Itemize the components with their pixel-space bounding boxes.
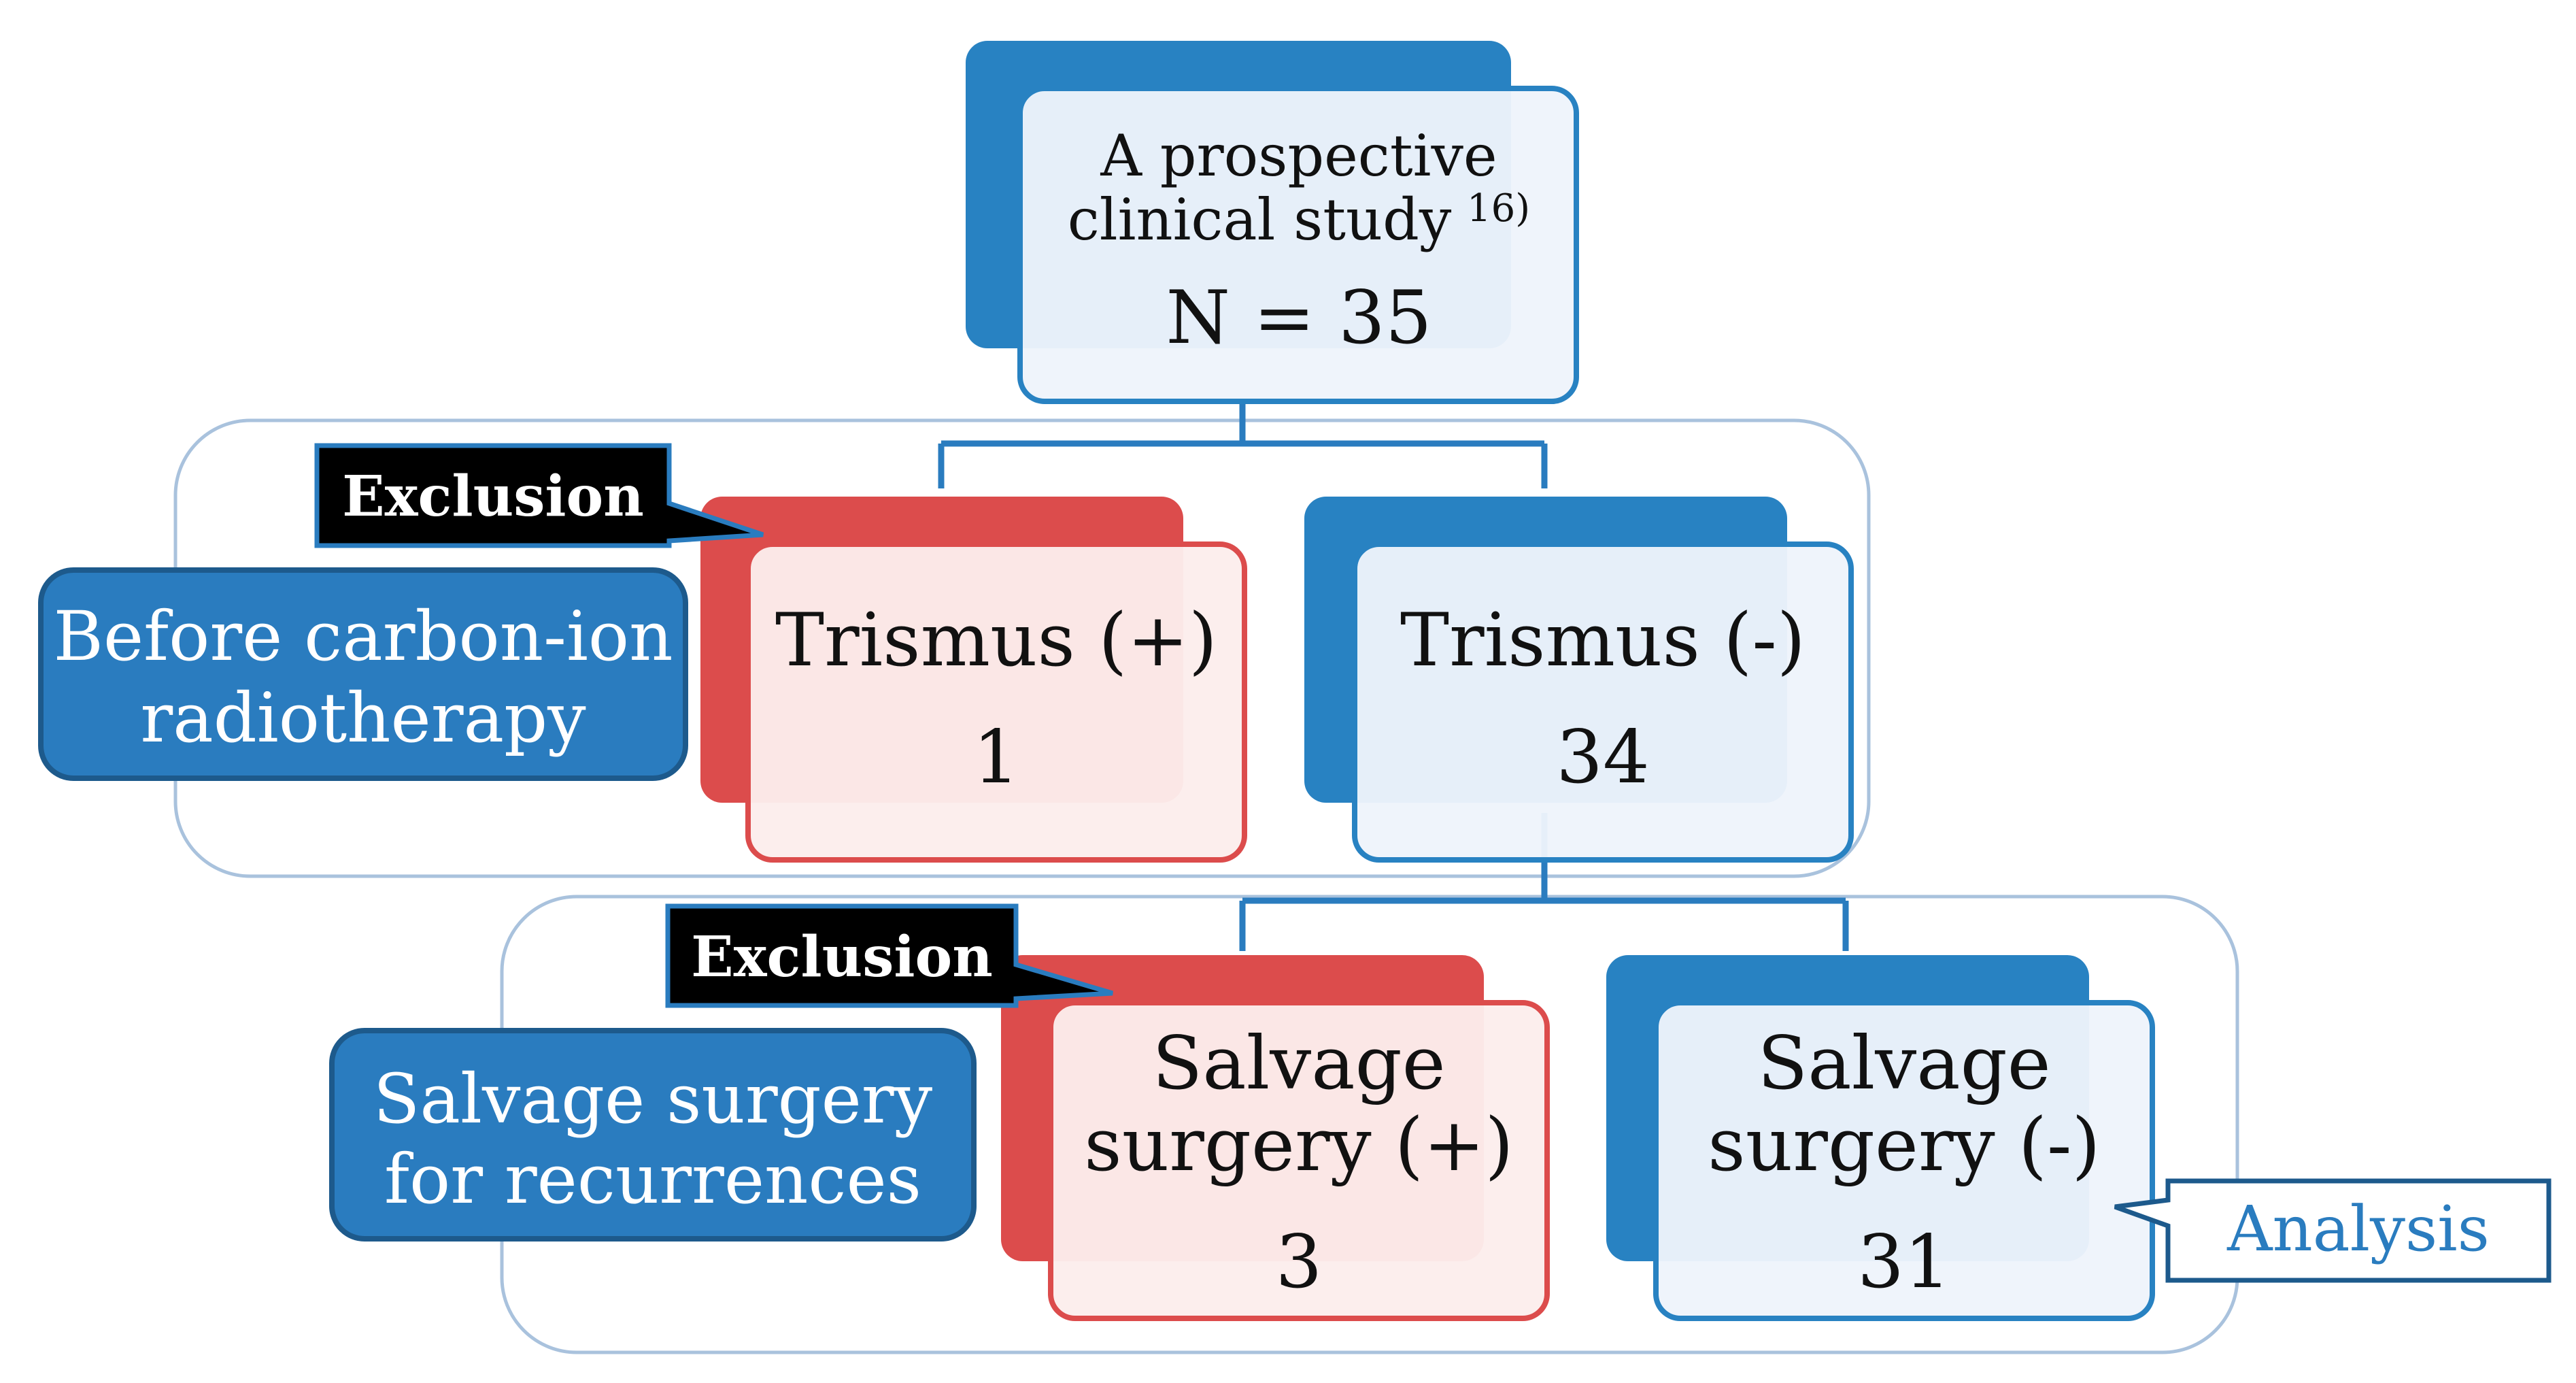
node-salvage-negative: Salvage surgery (-) 31 xyxy=(1606,955,2155,1321)
salvage-negative-line2: surgery (-) xyxy=(1708,1103,2100,1188)
node-trismus-positive: Trismus (+) 1 xyxy=(700,497,1247,863)
exclusion2-label: Exclusion xyxy=(691,924,993,990)
study-reference: 16) xyxy=(1467,186,1530,231)
stage2-line1: Salvage surgery xyxy=(373,1059,933,1139)
node-salvage-positive: Salvage surgery (+) 3 xyxy=(1001,955,1550,1321)
analysis-label: Analysis xyxy=(2226,1193,2490,1265)
callout-exclusion-salvage: Exclusion xyxy=(665,903,1113,1008)
node-trismus-negative: Trismus (-) 34 xyxy=(1304,497,1854,863)
study-count: N = 35 xyxy=(1166,276,1431,361)
study-title-line2: clinical study xyxy=(1068,186,1452,253)
salvage-negative-line1: Salvage xyxy=(1757,1021,2050,1106)
trismus-positive-count: 1 xyxy=(973,715,1020,800)
stage1-line2: radiotherapy xyxy=(140,678,586,758)
stage2-line2: for recurrences xyxy=(384,1139,921,1219)
salvage-positive-line1: Salvage xyxy=(1152,1021,1445,1106)
salvage-positive-line2: surgery (+) xyxy=(1084,1103,1513,1188)
stage-label-salvage-surgery: Salvage surgery for recurrences xyxy=(329,1028,977,1242)
callout-exclusion-trismus: Exclusion xyxy=(314,443,764,548)
trismus-positive-label: Trismus (+) xyxy=(775,598,1217,683)
node-study: A prospective clinical study 16) N = 35 xyxy=(966,41,1579,404)
trismus-negative-label: Trismus (-) xyxy=(1400,598,1806,683)
study-title-line1: A prospective xyxy=(1100,122,1497,189)
connectors xyxy=(938,403,1849,951)
stage1-line1: Before carbon-ion xyxy=(53,597,673,676)
trismus-negative-count: 34 xyxy=(1556,715,1649,800)
exclusion1-label: Exclusion xyxy=(342,464,644,529)
salvage-negative-count: 31 xyxy=(1857,1220,1950,1305)
salvage-positive-count: 3 xyxy=(1276,1220,1323,1305)
callout-analysis: Analysis xyxy=(2114,1178,2552,1283)
stage-label-before-radiotherapy: Before carbon-ion radiotherapy xyxy=(38,567,688,781)
